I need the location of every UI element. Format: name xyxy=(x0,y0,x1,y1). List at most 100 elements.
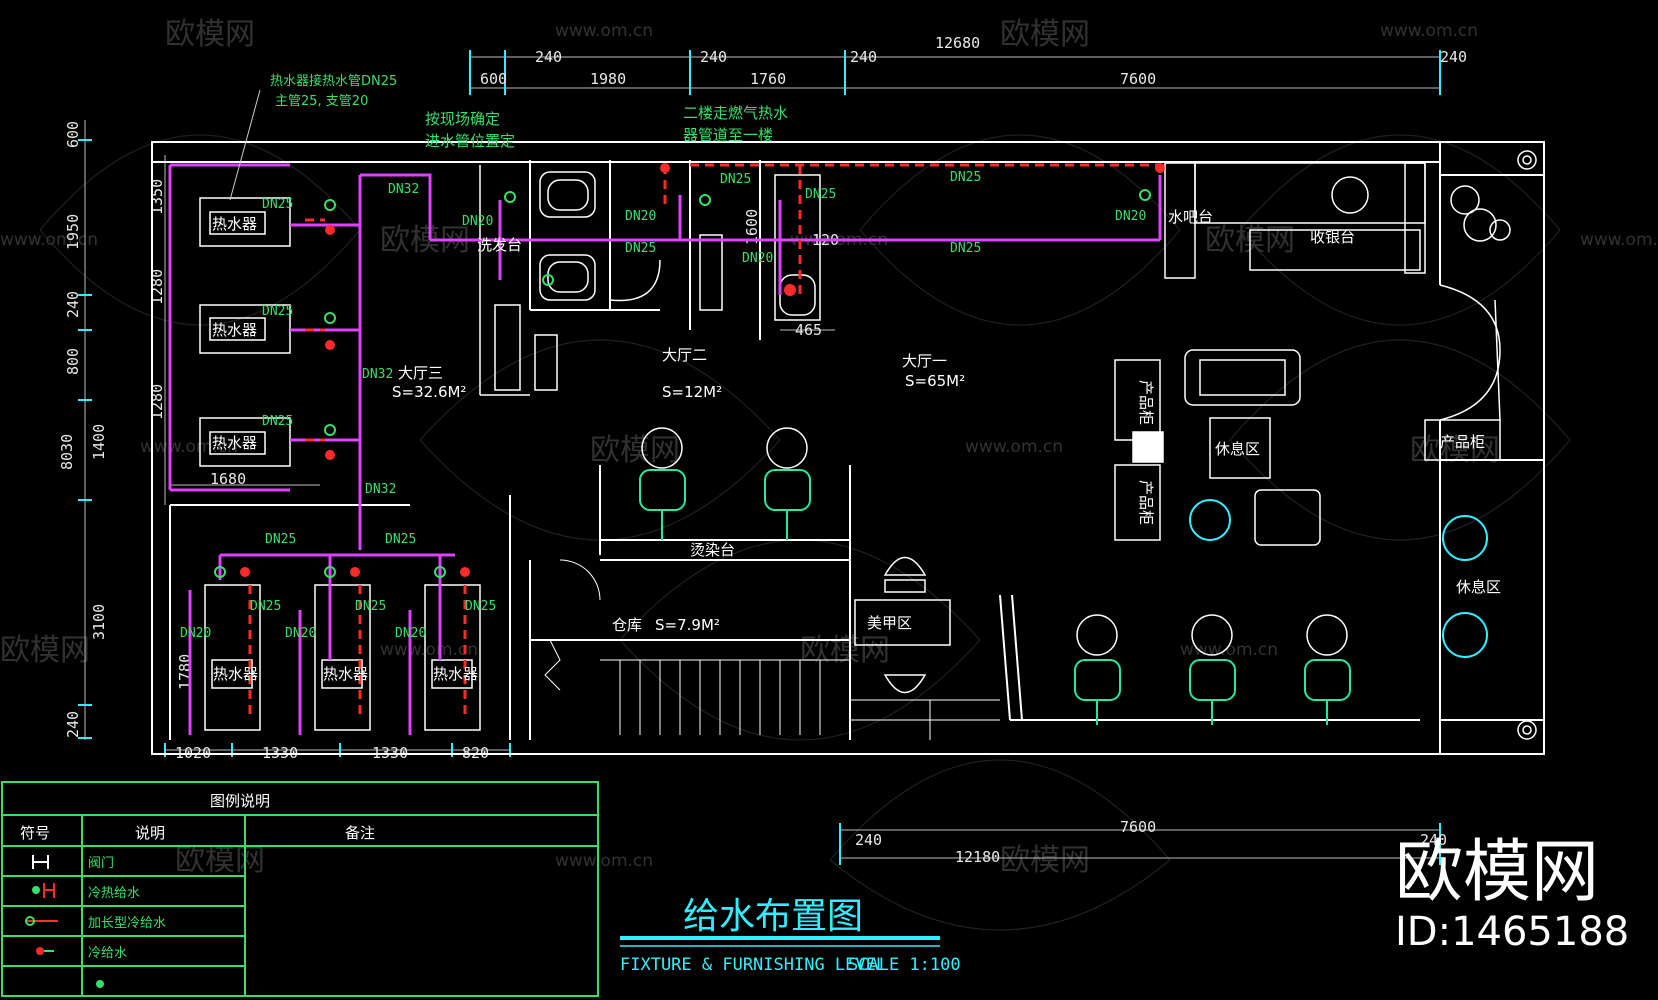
hot-water-pipes xyxy=(248,163,1160,720)
drawing-title: 给水布置图 xyxy=(683,896,863,937)
room-label: 大厅一 xyxy=(902,352,947,370)
entrance-door xyxy=(1439,150,1537,740)
valve-markers xyxy=(214,163,1165,578)
pipe-size-label: DN25 xyxy=(355,599,386,614)
room-label: 产品柜 xyxy=(1137,480,1155,525)
pipe-size-label: DN20 xyxy=(180,626,211,641)
room-label: 水吧台 xyxy=(1168,208,1213,226)
pipe-size-label: DN25 xyxy=(805,187,836,202)
dimension-label: 240 xyxy=(855,831,882,849)
dimension-label: 1680 xyxy=(210,470,246,488)
room-area: S=65M² xyxy=(905,372,965,390)
dimension-label: 1950 xyxy=(64,214,82,250)
dimension-label: 7600 xyxy=(1120,70,1156,88)
water-heater-label: 热水器 xyxy=(212,434,257,452)
legend-title: 图例说明 xyxy=(210,792,270,810)
pipe-size-label: DN25 xyxy=(385,532,416,547)
legend-header-desc: 说明 xyxy=(135,824,165,842)
watermark-brand: 欧模网 xyxy=(1000,843,1090,878)
pipe-size-label: DN32 xyxy=(362,367,393,382)
dimension-label: 240 xyxy=(64,711,82,738)
room-area: S=7.9M² xyxy=(655,616,720,634)
water-heater-label: 热水器 xyxy=(213,665,258,683)
dimension-label: 1760 xyxy=(750,70,786,88)
chair xyxy=(639,427,686,540)
dimension-label: 465 xyxy=(795,321,822,339)
dimension-label: 600 xyxy=(480,70,507,88)
lounge-chair xyxy=(1442,612,1488,658)
room-label: 产品柜 xyxy=(1137,380,1155,425)
pipe-size-label: DN25 xyxy=(950,241,981,256)
dimension-label: 240 xyxy=(64,291,82,318)
legend-header-note: 备注 xyxy=(345,824,375,842)
pipe-size-label: DN20 xyxy=(395,626,426,641)
dimension-label: 12680 xyxy=(935,34,980,52)
pipe-size-label: DN25 xyxy=(262,414,293,429)
watermark-brand: 欧模网 xyxy=(175,843,265,878)
room-label: 收银台 xyxy=(1310,228,1355,246)
upstairs-note: 二楼走燃气热水 xyxy=(683,104,788,122)
dimension-label: 1280 xyxy=(148,384,166,420)
site-note: 进水管位置定 xyxy=(425,132,515,150)
walls xyxy=(151,141,1545,755)
watermark-brand: 欧模网 xyxy=(1000,17,1090,52)
watermark-url: www.om.cn xyxy=(555,21,653,41)
reception-furniture xyxy=(854,162,1501,694)
legend-table xyxy=(1,781,599,997)
water-heater-label: 热水器 xyxy=(433,665,478,683)
pipe-size-label: DN25 xyxy=(720,172,751,187)
watermark-brand: 欧模网 xyxy=(165,17,255,52)
pipe-size-label: DN32 xyxy=(388,182,419,197)
room-label: 洗发台 xyxy=(477,236,522,254)
pipe-size-label: DN32 xyxy=(365,482,396,497)
dimension-label: 1980 xyxy=(590,70,626,88)
water-heater-label: 热水器 xyxy=(323,665,368,683)
room-label: 大厅二 xyxy=(662,346,707,364)
room-label: 大厅三 xyxy=(398,364,443,382)
chair xyxy=(1074,614,1121,725)
dimension-label: 240 xyxy=(535,48,562,66)
heater-note: 热水器接热水管DN25 xyxy=(270,73,397,89)
drawing-subtitle: FIXTURE & FURNISHING LEVEL xyxy=(620,955,886,975)
legend-row-label: 冷热给水 xyxy=(88,886,140,901)
room-label: 休息区 xyxy=(1215,440,1260,458)
watermark-brand: 欧模网 xyxy=(590,433,680,468)
dimension-label: 12180 xyxy=(955,848,1000,866)
upstairs-note: 器管道至一楼 xyxy=(683,126,773,144)
room-label: 烫染台 xyxy=(690,541,735,559)
dimension-lines xyxy=(84,56,1440,859)
watermark-brand: 欧模网 xyxy=(800,633,890,668)
styling-chairs xyxy=(639,176,1511,725)
watermark-brand: 欧模网 xyxy=(0,633,90,668)
pipe-size-label: DN25 xyxy=(465,599,496,614)
dimension-label: 240 xyxy=(1420,831,1447,849)
room-label: 产品柜 xyxy=(1440,433,1485,451)
pipe-size-label: DN25 xyxy=(262,197,293,212)
room-area: S=32.6M² xyxy=(392,383,466,401)
chair xyxy=(1189,614,1236,725)
water-heater-label: 热水器 xyxy=(212,215,257,233)
dimension-label: 1350 xyxy=(148,179,166,215)
dimension-label: 240 xyxy=(1440,48,1467,66)
dimension-label: 3100 xyxy=(90,604,108,640)
room-label: 休息区 xyxy=(1456,578,1501,596)
pipe-size-label: DN20 xyxy=(285,626,316,641)
legend-row-label: 加长型冷给水 xyxy=(88,916,166,931)
pipe-size-label: DN20 xyxy=(742,251,773,266)
pipe-size-label: DN20 xyxy=(1115,209,1146,224)
dimension-label: 240 xyxy=(700,48,727,66)
pipe-size-label: DN20 xyxy=(462,214,493,229)
dimension-label: 800 xyxy=(64,348,82,375)
watermark-url: www.om.cn xyxy=(555,851,653,871)
drawing-scale: SCALE 1:100 xyxy=(848,955,961,975)
watermark-url: www.om.cn xyxy=(965,437,1063,457)
dimension-label: 1400 xyxy=(90,424,108,460)
pipe-size-label: DN25 xyxy=(950,170,981,185)
pipe-size-label: DN25 xyxy=(265,532,296,547)
pipe-size-label: DN20 xyxy=(625,209,656,224)
room-label: 仓库 xyxy=(612,616,642,634)
dimension-label: 1600 xyxy=(743,209,761,245)
watermark-url: www.om.cn xyxy=(0,230,98,250)
corner-brand-logo: 欧模网 xyxy=(1395,833,1599,912)
